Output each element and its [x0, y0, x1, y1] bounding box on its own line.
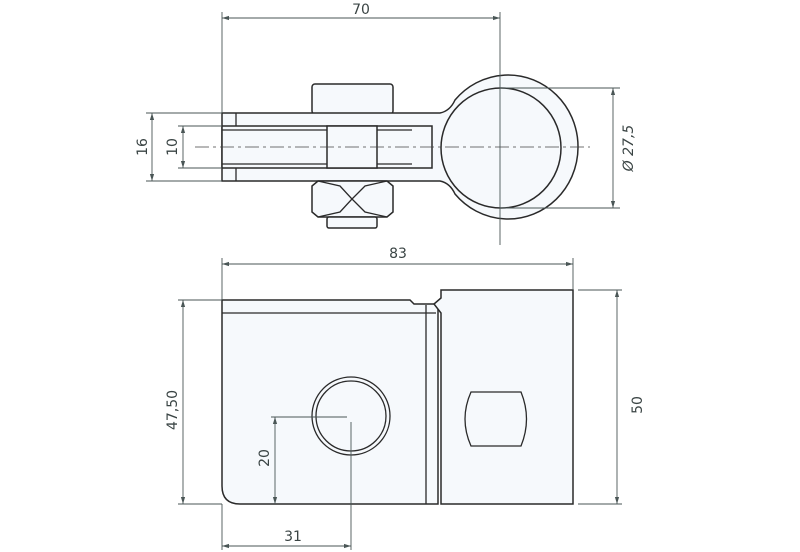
dim-label-31: 31	[284, 529, 302, 545]
bolt-head	[311, 83, 394, 115]
dimension-83: 83	[221, 246, 574, 300]
dimension-50: 50	[578, 289, 646, 505]
dimension-70: 70	[221, 2, 500, 113]
bolt-end	[326, 216, 378, 229]
dimension-diameter: Ø 27,5	[500, 87, 637, 209]
dim-label-47-50: 47,50	[165, 390, 181, 430]
dim-label-16: 16	[135, 138, 151, 156]
pipe-bore	[440, 87, 562, 209]
dimension-20: 20	[257, 416, 347, 504]
dimension-31: 31	[221, 422, 352, 550]
dim-label-diameter: Ø 27,5	[621, 125, 637, 173]
dim-label-70: 70	[352, 2, 370, 18]
dim-label-83: 83	[389, 246, 407, 262]
dim-label-20: 20	[257, 449, 273, 467]
top-view	[195, 12, 590, 245]
dimension-47-50: 47,50	[165, 299, 222, 505]
left-plate	[221, 299, 439, 505]
right-plate	[432, 289, 574, 505]
dimension-16: 16	[135, 112, 222, 182]
dim-label-50: 50	[630, 396, 646, 414]
dimension-10: 10	[165, 125, 222, 169]
square-slot	[464, 391, 528, 447]
dim-label-10: 10	[165, 138, 181, 156]
